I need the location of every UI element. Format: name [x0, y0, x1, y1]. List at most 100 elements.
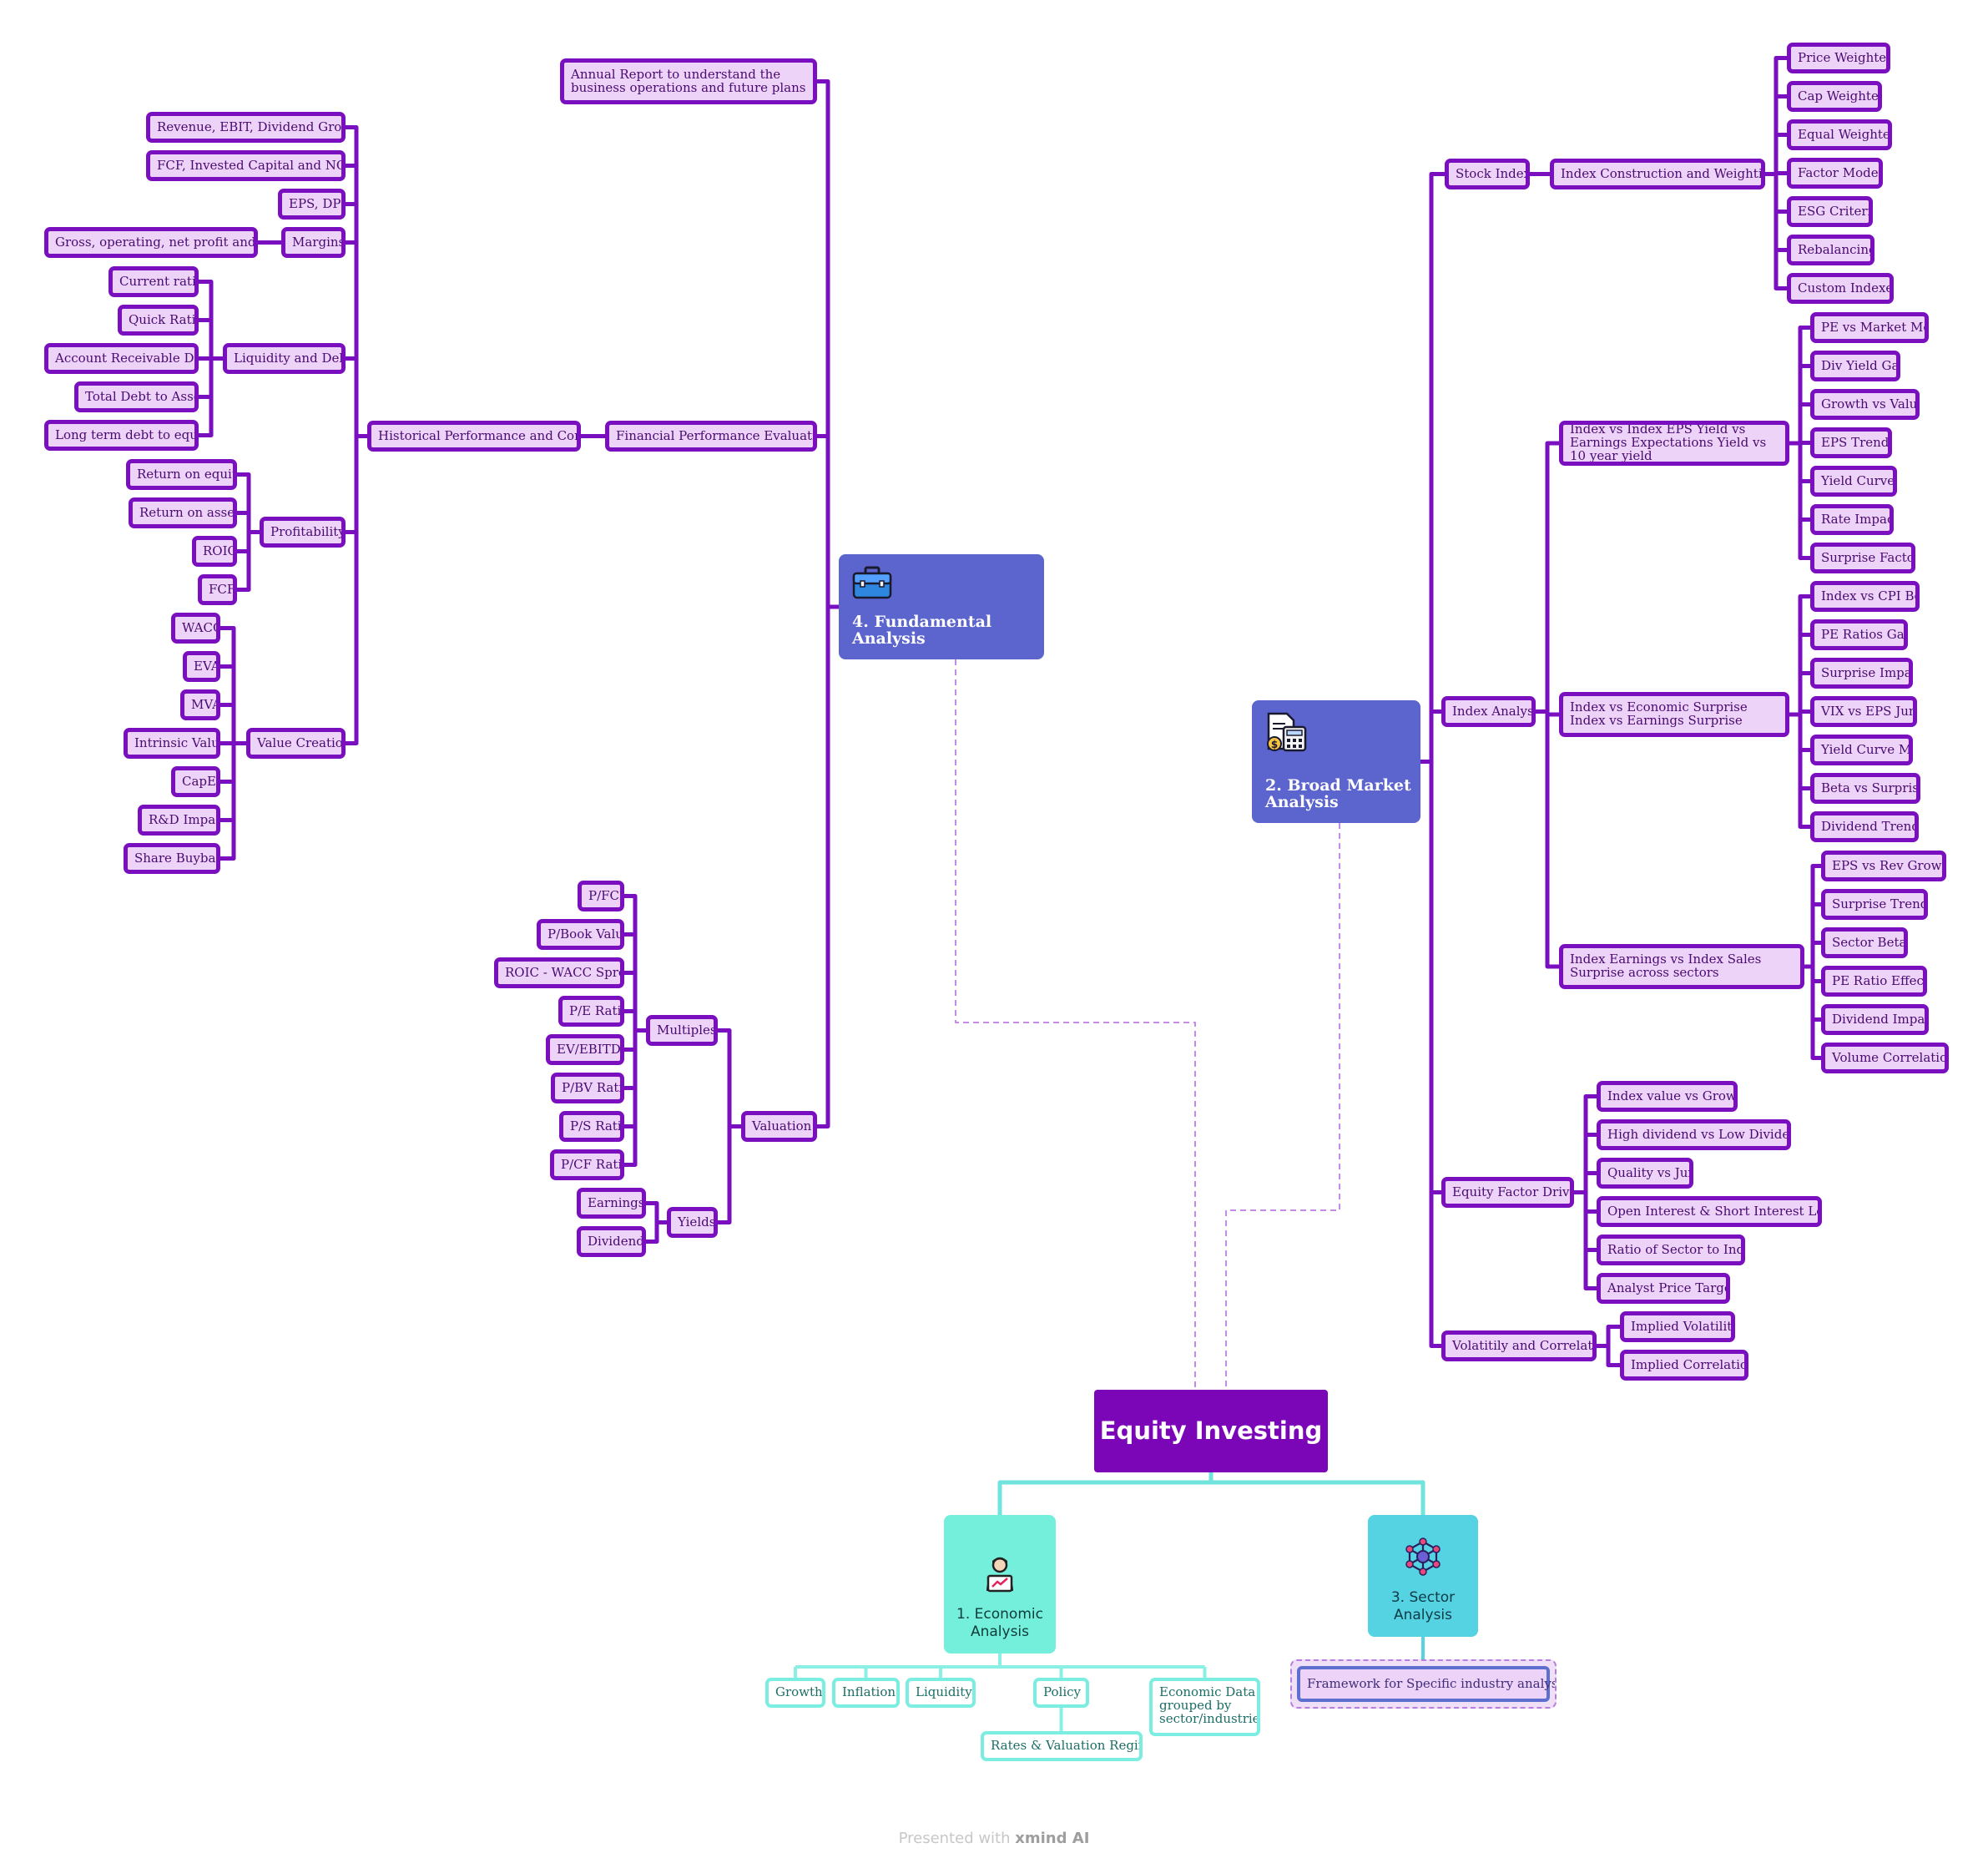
value-eva[interactable]: EVA — [183, 651, 220, 682]
historical-eps-dps[interactable]: EPS, DPS — [278, 189, 346, 220]
fundamental-valuation[interactable]: Valuation — [741, 1111, 817, 1142]
profitability-roa[interactable]: Return on assets — [129, 497, 237, 528]
eps-yield-eps-trends[interactable]: EPS Trends — [1810, 427, 1892, 458]
value-capex[interactable]: CapEx — [171, 766, 220, 797]
broad-equity-factor-drivers[interactable]: Equity Factor Drivers — [1441, 1177, 1574, 1208]
multiples-pbook[interactable]: P/Book Value — [537, 919, 624, 950]
factor-sector-index-ratio[interactable]: Ratio of Sector to Index — [1597, 1234, 1745, 1265]
eps-yield-surprise-factors[interactable]: Surprise Factors — [1810, 543, 1915, 573]
policy-item-rates-valuation[interactable]: Rates & Valuation Regime — [981, 1731, 1143, 1761]
economic-item-economic-data[interactable]: Economic Data grouped by sector/industri… — [1149, 1678, 1260, 1736]
sector-item-framework[interactable]: Framework for Specific industry analysis — [1297, 1666, 1555, 1702]
yields-earnings[interactable]: Earnings — [577, 1188, 646, 1219]
econ-surprise-dividend-trends[interactable]: Dividend Trends — [1810, 811, 1919, 842]
fundamental-analysis-label: 4. Fundamental Analysis — [852, 613, 992, 649]
broad-stock-index[interactable]: Stock Index — [1445, 159, 1530, 189]
multiples-pcf[interactable]: P/CF Ratio — [550, 1149, 624, 1180]
economic-item-liquidity[interactable]: Liquidity — [906, 1678, 976, 1708]
econ-surprise-cpi-beat[interactable]: Index vs CPI Beat — [1810, 581, 1920, 612]
earnings-sales-dividend-impact[interactable]: Dividend Impact — [1821, 1004, 1929, 1035]
earnings-sales-pe-ratio-effects[interactable]: PE Ratio Effects — [1821, 966, 1927, 997]
earnings-sales-eps-rev[interactable]: EPS vs Rev Growth — [1821, 851, 1946, 881]
broad-index-analysis[interactable]: Index Analysis — [1441, 696, 1536, 727]
construction-factor-models[interactable]: Factor Models — [1787, 158, 1883, 189]
construction-custom-indexes[interactable]: Custom Indexes — [1787, 273, 1894, 304]
value-mva[interactable]: MVA — [180, 689, 220, 720]
index-economic-surprise[interactable]: Index vs Economic Surprise Index vs Earn… — [1559, 692, 1789, 737]
econ-surprise-yield-curve-mix[interactable]: Yield Curve Mix — [1810, 735, 1913, 765]
margins-gross-operating[interactable]: Gross, operating, net profit and FCF — [44, 227, 258, 258]
stock-index-construction[interactable]: Index Construction and Weightings — [1550, 159, 1765, 189]
broad-volatility-correlation[interactable]: Volatitily and Correlation — [1441, 1330, 1597, 1361]
historical-value-creation[interactable]: Value Creation — [246, 728, 346, 759]
profitability-fcf[interactable]: FCF — [198, 574, 237, 605]
analyst-chart-icon — [986, 1557, 1013, 1593]
briefcase-icon — [852, 566, 892, 599]
fundamental-historical-performance[interactable]: Historical Performance and Comps — [367, 421, 581, 452]
yields-dividend[interactable]: Dividend — [577, 1226, 646, 1257]
index-earnings-sales[interactable]: Index Earnings vs Index Sales Surprise a… — [1559, 944, 1804, 989]
factor-open-short-interest[interactable]: Open Interest & Short Interest Levels — [1597, 1196, 1822, 1227]
earnings-sales-volume-correlation[interactable]: Volume Correlation — [1821, 1043, 1949, 1073]
volatility-implied-correlation[interactable]: Implied Correlation — [1620, 1350, 1748, 1381]
profitability-roic[interactable]: ROIC — [192, 536, 237, 567]
valuation-yields[interactable]: Yields — [667, 1207, 718, 1238]
multiples-ps[interactable]: P/S Ratio — [559, 1111, 624, 1142]
volatility-implied-volatility[interactable]: Implied Volatility — [1620, 1311, 1735, 1342]
sector-framework-box: Framework for Specific industry analysis — [1290, 1659, 1557, 1709]
multiples-pfcf[interactable]: P/FCF — [578, 881, 624, 911]
construction-price-weighted[interactable]: Price Weighted — [1787, 43, 1890, 73]
eps-yield-yield-curves[interactable]: Yield Curves — [1810, 466, 1897, 497]
profitability-roe[interactable]: Return on equity — [126, 459, 237, 490]
economic-item-growth[interactable]: Growth — [765, 1678, 825, 1708]
economic-item-inflation[interactable]: Inflation — [832, 1678, 900, 1708]
value-intrinsic[interactable]: Intrinsic Value — [124, 728, 220, 759]
historical-margins[interactable]: Margins — [281, 227, 346, 258]
liquidity-account-receivable[interactable]: Account Receivable Days — [44, 343, 199, 374]
factor-index-value-growth[interactable]: Index value vs Growth — [1597, 1081, 1738, 1112]
fundamental-annual-report[interactable]: Annual Report to understand the business… — [560, 58, 817, 104]
value-rd-impact[interactable]: R&D Impact — [138, 805, 220, 836]
topic-broad-market-analysis[interactable]: $ 2. Broad Market Analysis — [1252, 700, 1420, 823]
historical-fcf-invested[interactable]: FCF, Invested Capital and NOPAT — [146, 150, 346, 181]
topic-economic-analysis[interactable]: 1. Economic Analysis — [944, 1515, 1056, 1654]
earnings-sales-surprise-trends[interactable]: Surprise Trends — [1821, 889, 1928, 920]
liquidity-quick-ratio[interactable]: Quick Ratio — [118, 305, 199, 336]
econ-surprise-vix-eps[interactable]: VIX vs EPS Jump — [1810, 696, 1917, 727]
econ-surprise-pe-ratios-gap[interactable]: PE Ratios Gap — [1810, 619, 1908, 650]
liquidity-long-term-debt[interactable]: Long term debt to equity — [44, 420, 199, 451]
economic-item-policy[interactable]: Policy — [1033, 1678, 1089, 1708]
multiples-roic-wacc[interactable]: ROIC - WACC Spread — [494, 957, 624, 988]
construction-equal-weighted[interactable]: Equal Weighted — [1787, 119, 1892, 150]
topic-fundamental-analysis[interactable]: 4. Fundamental Analysis — [839, 554, 1044, 659]
eps-yield-pe-market-mood[interactable]: PE vs Market Mood — [1810, 312, 1929, 343]
liquidity-current-ratio[interactable]: Current ratio — [108, 266, 199, 297]
fundamental-financial-performance[interactable]: Financial Performance Evaluation — [605, 421, 817, 452]
factor-quality-junk[interactable]: Quality vs Junk — [1597, 1158, 1693, 1189]
index-eps-yield[interactable]: Index vs Index EPS Yield vs Earnings Exp… — [1559, 421, 1789, 466]
econ-surprise-surprise-impact[interactable]: Surprise Impact — [1810, 658, 1913, 689]
historical-profitability[interactable]: Profitability — [260, 517, 346, 548]
value-wacc[interactable]: WACC — [171, 613, 220, 644]
eps-yield-growth-value[interactable]: Growth vs Value — [1810, 389, 1920, 420]
construction-esg-criteria[interactable]: ESG Criteria — [1787, 196, 1873, 227]
construction-rebalancing[interactable]: Rebalancing — [1787, 235, 1874, 265]
earnings-sales-sector-betas[interactable]: Sector Betas — [1821, 927, 1908, 958]
factor-analyst-price-targets[interactable]: Analyst Price Targets — [1597, 1273, 1730, 1304]
eps-yield-div-yield-gap[interactable]: Div Yield Gap — [1810, 351, 1900, 381]
historical-revenue-ebit[interactable]: Revenue, EBIT, Dividend Growth — [146, 112, 346, 143]
multiples-pbv[interactable]: P/BV Ratio — [551, 1073, 624, 1103]
multiples-ev-ebitda[interactable]: EV/EBITDA — [546, 1034, 624, 1065]
liquidity-total-debt[interactable]: Total Debt to Assets — [74, 381, 199, 412]
topic-sector-analysis[interactable]: 3. Sector Analysis — [1368, 1515, 1478, 1637]
multiples-pe[interactable]: P/E Ratio — [558, 996, 624, 1027]
econ-surprise-beta-surprises[interactable]: Beta vs Surprises — [1810, 773, 1920, 804]
eps-yield-rate-impact[interactable]: Rate Impact — [1810, 504, 1894, 535]
calculator-document-icon: $ — [1267, 712, 1307, 752]
construction-cap-weighted[interactable]: Cap Weighted — [1787, 81, 1882, 112]
root-topic[interactable]: Equity Investing — [1094, 1390, 1328, 1472]
value-share-buyback[interactable]: Share Buyback — [124, 843, 220, 874]
factor-high-low-dividend[interactable]: High dividend vs Low Dividend — [1597, 1119, 1791, 1150]
historical-liquidity-debt[interactable]: Liquidity and Debt — [223, 343, 346, 374]
valuation-multiples[interactable]: Multiples — [646, 1015, 718, 1046]
